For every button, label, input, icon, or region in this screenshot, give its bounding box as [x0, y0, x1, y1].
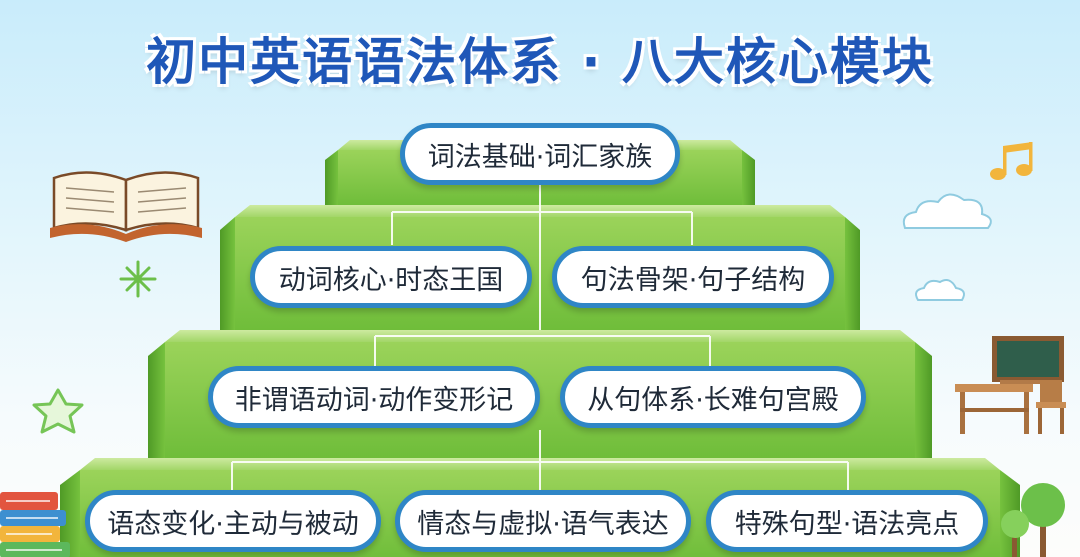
module-sentence-structure: 句法骨架·句子结构: [552, 246, 834, 308]
module-clauses: 从句体系·长难句宫殿: [560, 366, 866, 428]
tree-icon: [1001, 483, 1065, 557]
chalkboard-icon: [992, 336, 1064, 384]
module-modality-mood: 情态与虚拟·语气表达: [395, 490, 691, 552]
sparkle-icon: [119, 260, 157, 298]
book-stack-icon: [0, 492, 70, 557]
music-note-icon: [990, 142, 1033, 180]
connector-lines: [231, 185, 849, 490]
module-non-finite-verbs: 非谓语动词·动作变形记: [208, 366, 540, 428]
module-special-sentences: 特殊句型·语法亮点: [706, 490, 988, 552]
cloud-icon: [902, 193, 992, 229]
page-title: 初中英语语法体系 · 八大核心模块: [146, 33, 934, 91]
open-book-icon: [50, 171, 202, 242]
module-lexicon: 词法基础·词汇家族: [400, 123, 680, 185]
star-icon: [32, 388, 84, 434]
module-verb-tense: 动词核心·时态王国: [250, 246, 532, 308]
cloud-icon: [915, 279, 965, 301]
chair-icon: [1036, 380, 1066, 434]
desk-icon: [955, 384, 1033, 434]
module-voice: 语态变化·主动与被动: [85, 490, 381, 552]
